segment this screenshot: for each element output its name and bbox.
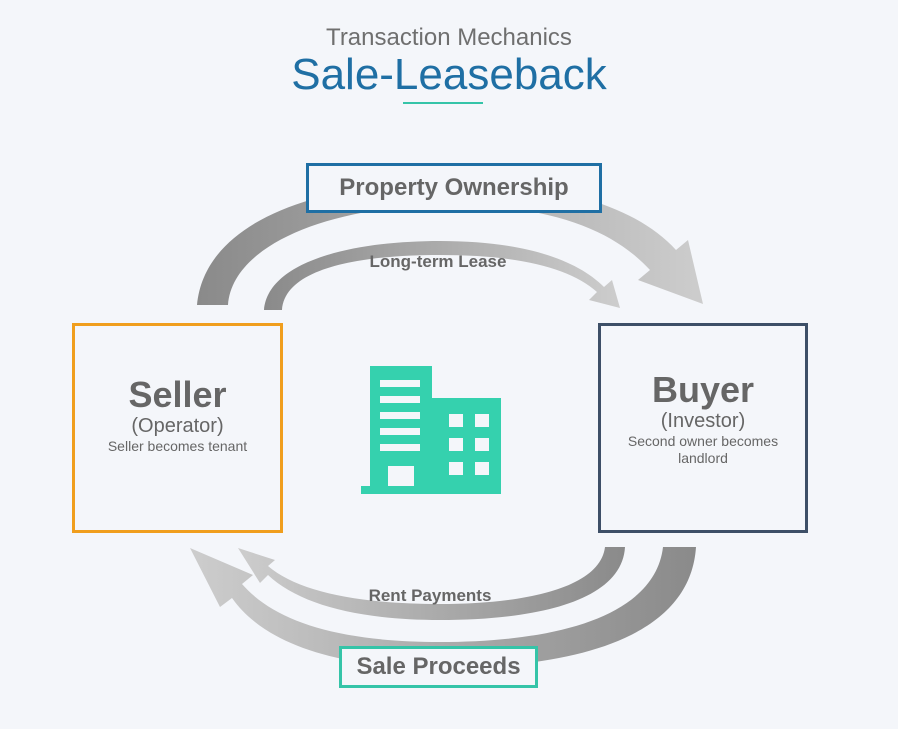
rent-payments-arrow (238, 547, 625, 620)
rent-payments-label: Rent Payments (368, 586, 492, 605)
diagram-subtitle: Transaction Mechanics (326, 24, 572, 51)
buyer-box: Buyer (Investor) Second owner becomes la… (598, 323, 808, 533)
seller-role: (Operator) (131, 415, 224, 437)
sale-proceeds-arrow (190, 547, 696, 668)
building-icon (361, 366, 501, 494)
buyer-description: Second owner becomes landlord (627, 433, 779, 466)
seller-name: Seller (128, 374, 227, 415)
sale-proceeds-box: Sale Proceeds (339, 646, 538, 688)
diagram-title: Sale-Leaseback (291, 50, 607, 99)
title-underline (403, 102, 483, 104)
long-term-lease-label: Long-term Lease (369, 252, 507, 271)
property-ownership-box: Property Ownership (306, 163, 602, 213)
buyer-role: (Investor) (660, 410, 746, 432)
buyer-name: Buyer (651, 369, 755, 410)
seller-box: Seller (Operator) Seller becomes tenant (72, 323, 283, 533)
seller-description: Seller becomes tenant (107, 438, 248, 454)
long-term-lease-arrow (264, 241, 620, 310)
